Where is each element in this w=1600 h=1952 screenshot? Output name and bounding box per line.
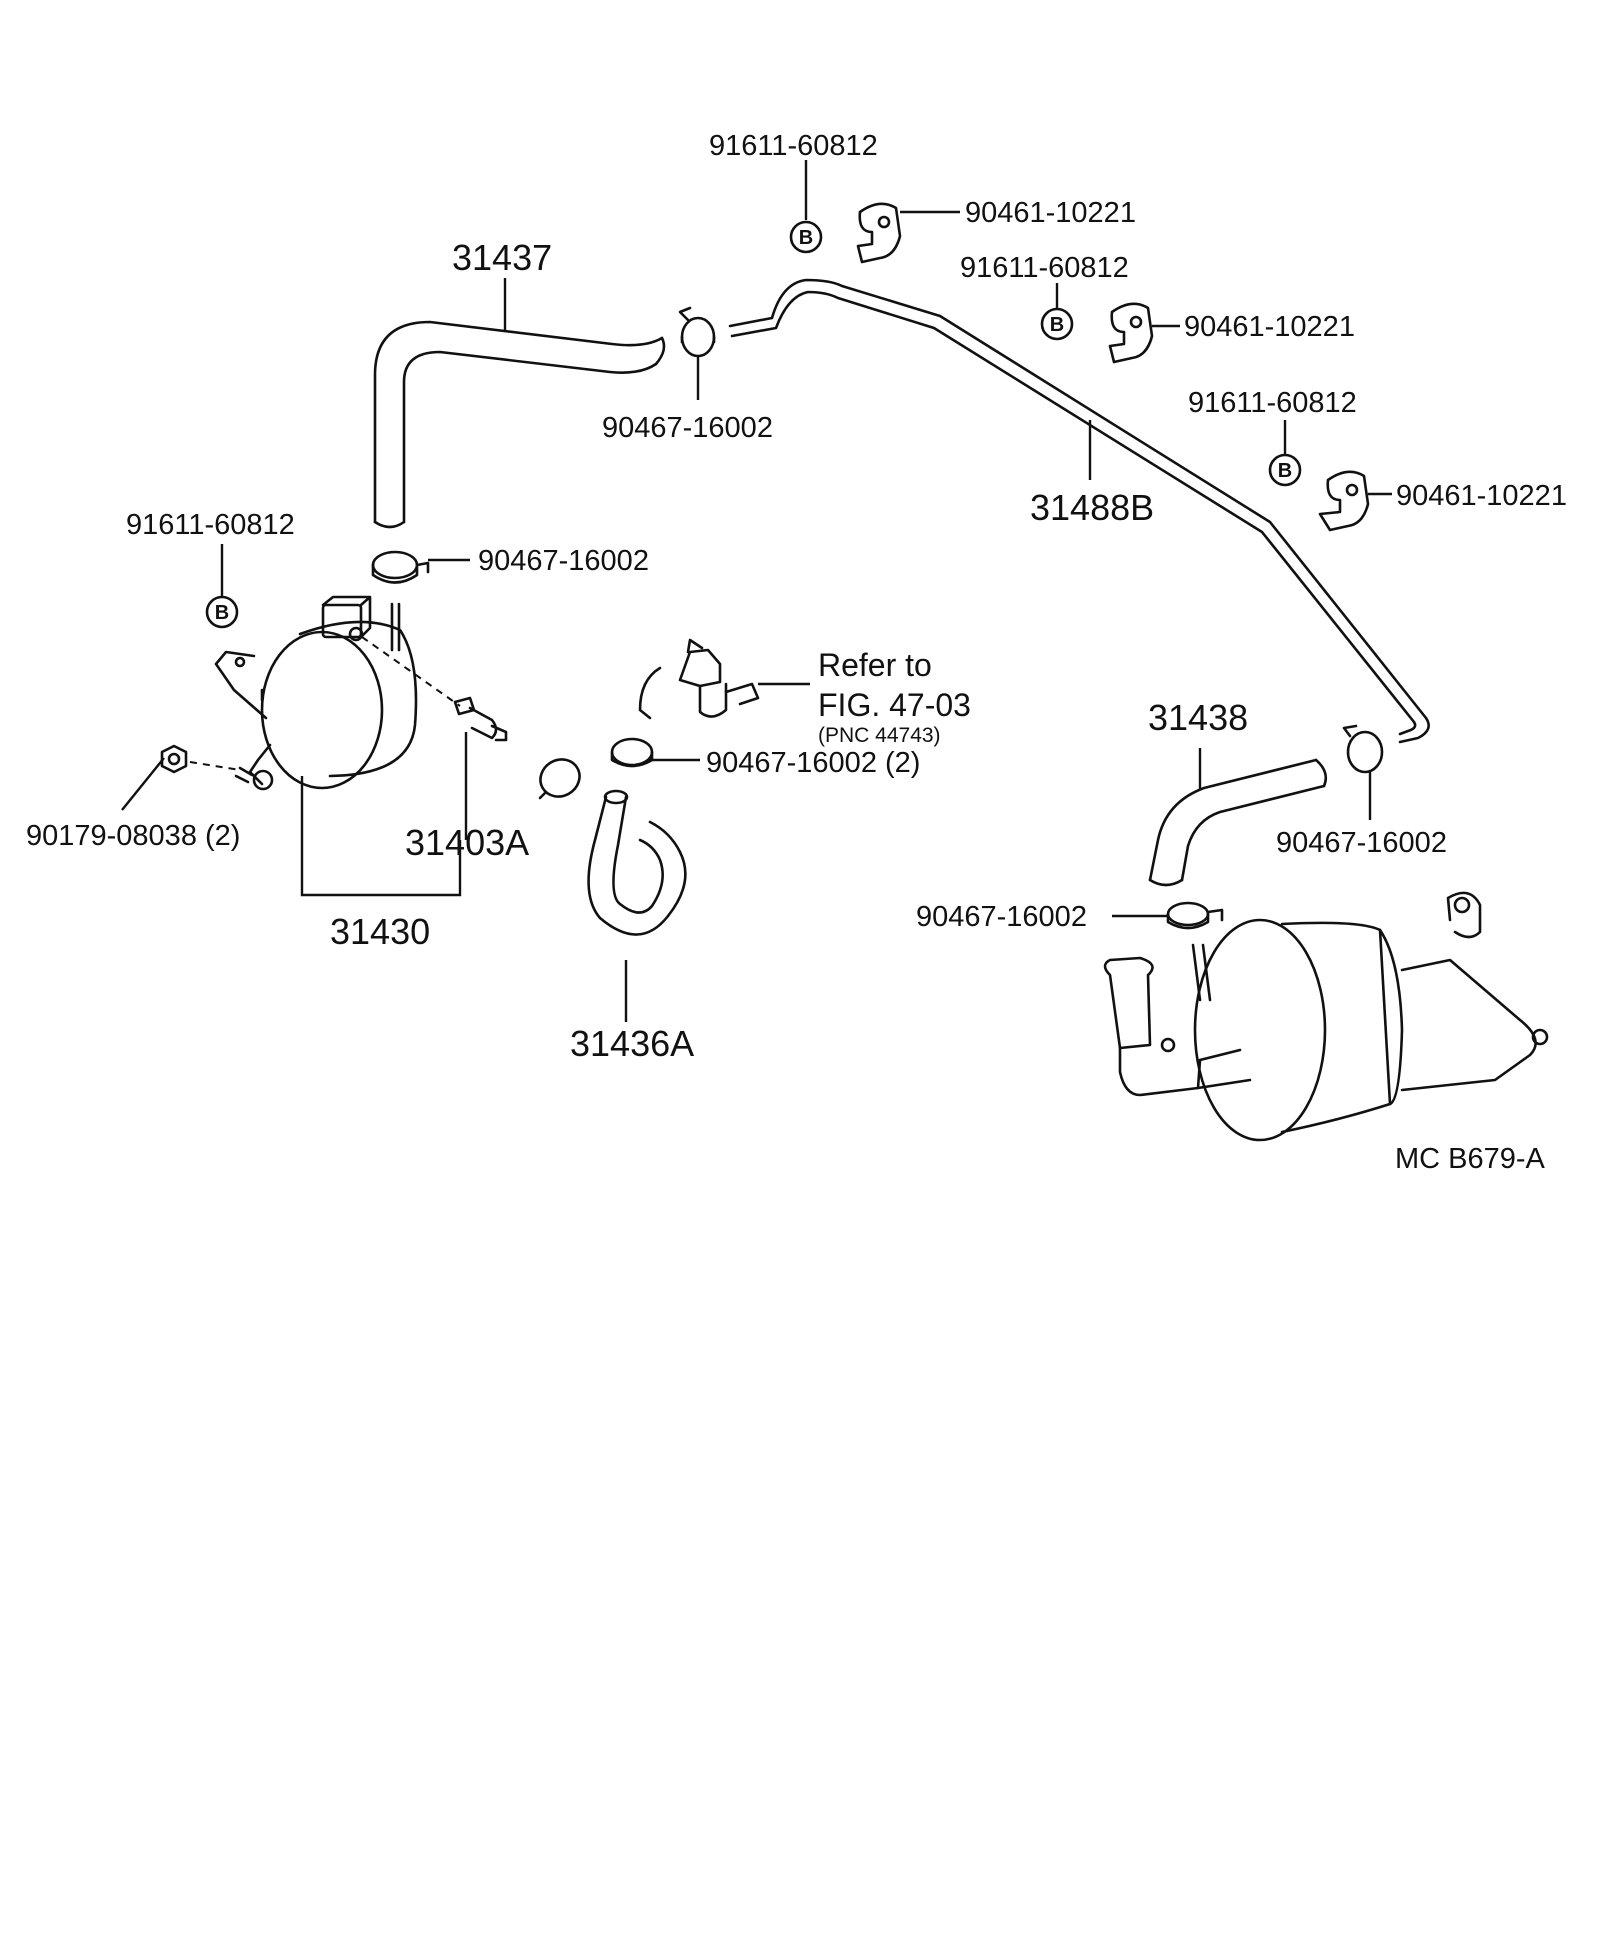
hose-31436a: [587, 789, 687, 936]
label-90467-16002-center: 90467-16002 (2): [706, 747, 920, 779]
badge-b-top: B: [789, 220, 823, 254]
alignment-line-valve: [361, 636, 461, 707]
hose-31438: [1148, 758, 1328, 887]
nut-90179: [160, 744, 188, 774]
clamp-bracket-3: [1318, 470, 1370, 532]
badge-b-left: B: [205, 595, 239, 629]
label-90467-16002-left: 90467-16002: [478, 545, 649, 577]
hose-clip-upper: [678, 306, 716, 358]
badge-b-left-text: B: [215, 602, 229, 624]
label-91611-60812-top: 91611-60812: [709, 130, 878, 162]
clamp-bracket-2: [1108, 302, 1154, 364]
label-31436a: 31436A: [570, 1023, 694, 1064]
label-91611-60812-mid: 91611-60812: [960, 252, 1129, 284]
label-31488b: 31488B: [1030, 487, 1154, 528]
badge-b-top-text: B: [799, 227, 813, 249]
clamp-bracket-1: [856, 202, 902, 264]
label-31430: 31430: [330, 911, 430, 952]
label-91611-60812-left: 91611-60812: [126, 509, 295, 541]
booster-assembly: [1103, 891, 1549, 1142]
label-90467-16002-right-hose: 90467-16002: [1276, 827, 1447, 859]
canister-31430: [214, 595, 418, 791]
hose-clip-left: [371, 550, 430, 584]
leader-lines: [121, 160, 1392, 1022]
badge-b-mid: B: [1040, 307, 1074, 341]
check-valve-31403a: [453, 696, 508, 742]
hose-clips-center: [538, 737, 654, 800]
label-31437: 31437: [452, 237, 552, 278]
hose-clip-lower-right: [1166, 901, 1224, 930]
alignment-line-nut: [189, 761, 241, 771]
badge-b-right-text: B: [1278, 460, 1292, 482]
label-90461-10221-2: 90461-10221: [1184, 311, 1355, 343]
referenced-component: [638, 638, 760, 720]
label-pnc-44743: (PNC 44743): [818, 724, 941, 747]
badge-b-mid-text: B: [1050, 314, 1064, 336]
label-fig-47-03: FIG. 47-03: [818, 687, 971, 723]
label-90467-16002-lower-right: 90467-16002: [916, 901, 1087, 933]
label-90461-10221-3: 90461-10221: [1396, 480, 1567, 512]
hose-clip-right: [1342, 724, 1384, 774]
badge-b-right: B: [1268, 453, 1302, 487]
label-refer-to: Refer to: [818, 647, 932, 683]
label-90467-16002-upper: 90467-16002: [602, 412, 773, 444]
label-figure-code: MC B679-A: [1395, 1143, 1546, 1175]
label-90461-10221-1: 90461-10221: [965, 197, 1136, 229]
label-91611-60812-right: 91611-60812: [1188, 387, 1357, 419]
hose-31437: [373, 320, 666, 529]
label-90179-08038: 90179-08038 (2): [26, 820, 240, 852]
pipe-31488b: [728, 278, 1430, 744]
label-31403a: 31403A: [405, 822, 529, 863]
label-31438: 31438: [1148, 697, 1248, 738]
